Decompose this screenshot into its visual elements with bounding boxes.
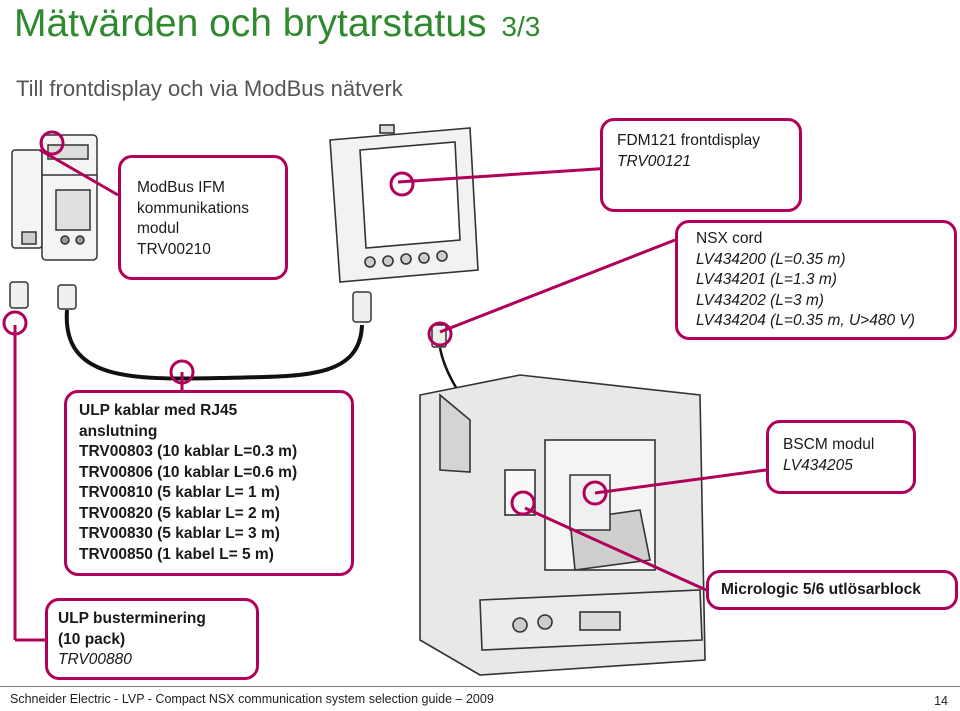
ulp-cables-line-2: anslutning: [79, 422, 158, 440]
ulp-term-name: ULP busterminering: [58, 610, 206, 627]
display-unit-icon: [329, 124, 479, 283]
page-index: 3/3: [501, 11, 541, 42]
callout-bscm: BSCM modul LV434205: [766, 420, 916, 494]
bscm-ref: LV434205: [783, 456, 853, 474]
nsx-cord-ref-1: LV434200 (L=0.35 m): [696, 250, 846, 268]
fdm-name: FDM121 frontdisplay: [617, 132, 761, 149]
ulp-term-ref: TRV00880: [58, 651, 132, 668]
nsx-cord-ref-2: LV434201 (L=1.3 m): [696, 271, 837, 288]
ulp-cables-line-5: TRV00810 (5 kablar L= 1 m): [79, 484, 280, 501]
modbus-line-2: kommunikations: [137, 199, 249, 217]
callout-ulp-cables: ULP kablar med RJ45 anslutning TRV00803 …: [64, 390, 354, 576]
footer-text: Schneider Electric - LVP - Compact NSX c…: [10, 692, 494, 706]
page-title: Mätvärden och brytarstatus 3/3: [14, 2, 540, 46]
page-number: 14: [934, 694, 948, 708]
nsx-cord-ref-4: LV434204 (L=0.35 m, U>480 V): [696, 312, 915, 329]
callout-modbus-ifm: ModBus IFM kommunikations modul TRV00210: [118, 155, 288, 280]
ulp-cables-line-1: ULP kablar med RJ45: [79, 402, 238, 419]
callout-connectors: [2, 130, 767, 642]
ulp-cables-line-6: TRV00820 (5 kablar L= 2 m): [79, 504, 280, 522]
ifm-module-icon: [11, 134, 98, 261]
page-footer: Schneider Electric - LVP - Compact NSX c…: [0, 686, 960, 711]
modbus-line-3: modul: [137, 220, 180, 237]
rj45-plug-icon: [9, 281, 447, 348]
bscm-name: BSCM modul: [783, 436, 875, 453]
ulp-cables-line-8: TRV00850 (1 kabel L= 5 m): [79, 545, 274, 563]
nsx-cord-name: NSX cord: [696, 230, 763, 247]
page-subtitle: Till frontdisplay och via ModBus nätverk: [16, 76, 403, 101]
ulp-cables-line-7: TRV00830 (5 kablar L= 3 m): [79, 525, 280, 542]
callout-fdm121: FDM121 frontdisplay TRV00121: [600, 118, 802, 212]
callout-nsx-cord: NSX cord LV434200 (L=0.35 m) LV434201 (L…: [675, 220, 957, 340]
nsx-cord-ref-3: LV434202 (L=3 m): [696, 291, 824, 309]
micrologic-name: Micrologic 5/6 utlösarblock: [721, 581, 921, 598]
ulp-cables-line-4: TRV00806 (10 kablar L=0.6 m): [79, 463, 298, 481]
ulp-cables-line-3: TRV00803 (10 kablar L=0.3 m): [79, 443, 298, 460]
title-text: Mätvärden och brytarstatus: [14, 2, 487, 45]
modbus-line-1: ModBus IFM: [137, 179, 225, 196]
fdm-ref: TRV00121: [617, 152, 691, 170]
device-illustration: [2, 124, 767, 676]
modbus-line-4: TRV00210: [137, 240, 211, 258]
ulp-term-pack: (10 pack): [58, 630, 126, 648]
callout-ulp-terminator: ULP busterminering (10 pack) TRV00880: [45, 598, 259, 680]
callout-micrologic: Micrologic 5/6 utlösarblock: [706, 570, 958, 610]
